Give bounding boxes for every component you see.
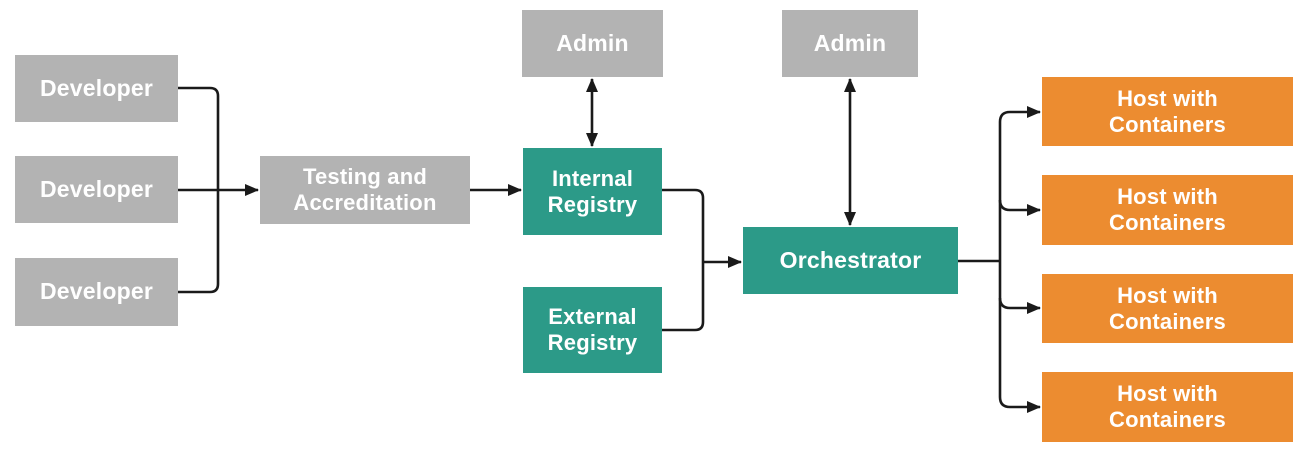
node-host-with-containers-2: Host with Containers [1042,175,1293,245]
node-host-with-containers-3: Host with Containers [1042,274,1293,343]
arrow-orchestrator-to-host-2 [998,199,1041,216]
node-developer-1: Developer [15,55,178,122]
arrow-orchestrator-to-host-4 [998,396,1041,413]
node-orchestrator: Orchestrator [743,227,958,294]
node-admin-registry: Admin [522,10,663,77]
node-host-with-containers-1: Host with Containers [1042,77,1293,146]
edge-external-registry-to-junction [662,262,705,332]
edge-internal-registry-to-junction [662,188,705,262]
arrow-orchestrator-to-host-1 [998,106,1041,123]
node-developer-3: Developer [15,258,178,326]
node-internal-registry: Internal Registry [523,148,662,235]
node-developer-2: Developer [15,156,178,223]
node-host-with-containers-4: Host with Containers [1042,372,1293,442]
node-external-registry: External Registry [523,287,662,373]
node-admin-orchestrator: Admin [782,10,918,77]
arrow-orchestrator-to-host-3 [998,297,1041,314]
node-testing-and-accreditation: Testing and Accreditation [260,156,470,224]
